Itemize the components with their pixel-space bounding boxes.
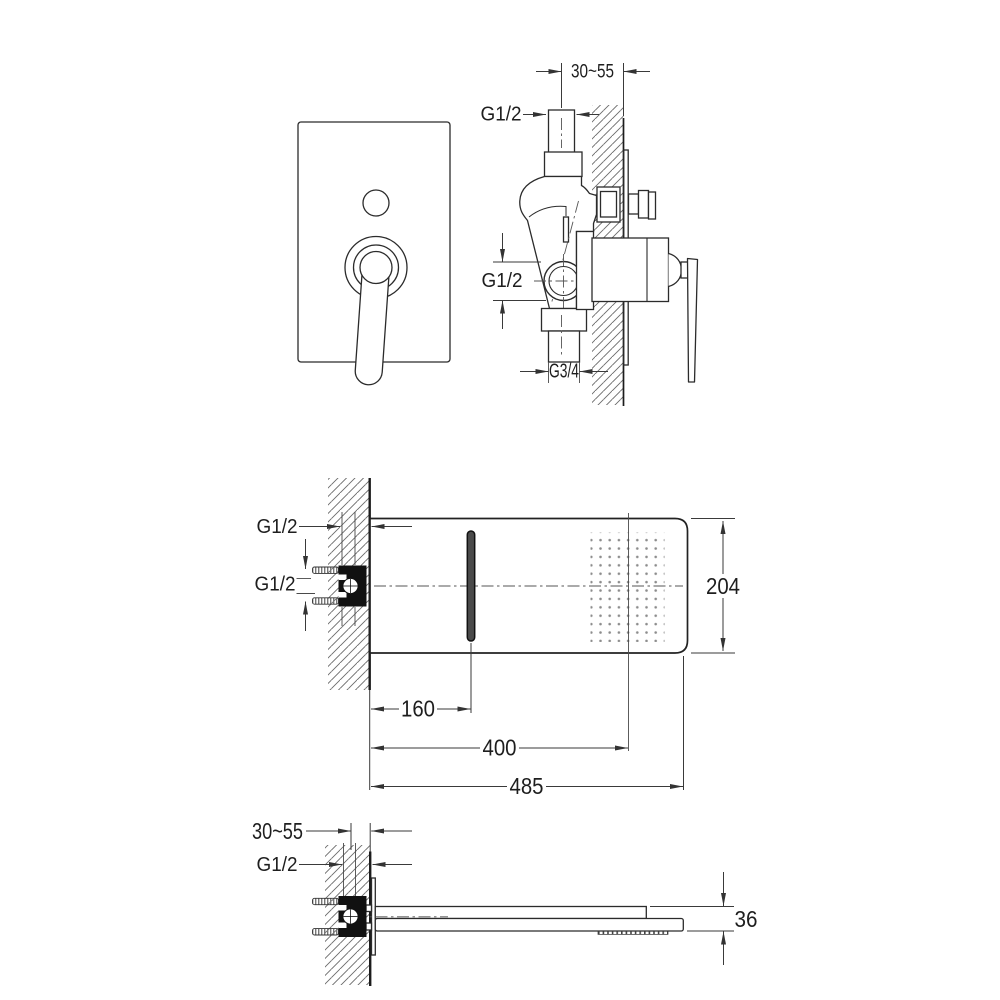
mounting-stud-top — [312, 897, 339, 906]
dim-valve-outlet-bottom: G3/4 — [520, 361, 608, 383]
dim-label-g34-valve-bottom: G3/4 — [549, 361, 579, 383]
handle-dome — [668, 252, 683, 288]
diverter-stem — [627, 193, 640, 215]
dim-valve-inlet-top: G1/2 — [481, 104, 599, 126]
nozzle-row-side — [597, 930, 669, 935]
dim-label-g12-head-side: G1/2 — [257, 854, 298, 876]
valve-front-view — [297, 121, 451, 386]
dim-label-g12-valve-side: G1/2 — [482, 270, 523, 292]
dim-panel-length: 485 — [371, 656, 684, 799]
dim-label-160: 160 — [401, 696, 435, 722]
panel-upper-layer-side — [374, 905, 647, 920]
dim-label-g12-head-ports: G1/2 — [255, 574, 296, 596]
diverter-button-side — [647, 191, 657, 220]
dim-label-depth-range-valve: 30~55 — [571, 62, 614, 83]
shower-head-side-view: 30~55 G1/2 36 — [252, 818, 758, 986]
dim-head-depth-range: 30~55 — [252, 818, 412, 844]
shower-head-plan-view: G1/2 G1/2 204 160 400 — [255, 478, 740, 799]
body-notch — [562, 216, 570, 243]
dim-panel-height: 204 — [691, 518, 740, 654]
waterfall-slot — [466, 530, 476, 642]
dim-head-side-supply: G1/2 — [257, 854, 412, 876]
bottom-outlet-nut — [540, 307, 588, 332]
dim-valve-side-port: G1/2 — [482, 233, 546, 329]
dim-label-400: 400 — [483, 735, 517, 761]
valve-side-view: 30~55 G1/2 G1/2 G3/4 — [481, 62, 699, 406]
bottom-outlet-pipe — [547, 330, 581, 363]
dim-head-supply: G1/2 — [257, 516, 412, 538]
dim-head-ports: G1/2 — [255, 539, 315, 631]
rain-spray-nozzle-field — [590, 532, 665, 642]
mixer-lever-side — [686, 257, 699, 383]
cartridge-body — [591, 237, 670, 303]
valve-body — [519, 175, 598, 310]
diverter-button-front — [362, 189, 390, 217]
dim-label-204: 204 — [706, 573, 740, 599]
dim-panel-thickness: 36 — [650, 872, 758, 965]
top-pipe-nut — [543, 151, 583, 178]
dim-valve-depth-range: 30~55 — [536, 62, 650, 116]
dim-label-485: 485 — [510, 773, 544, 799]
mounting-stud-bottom — [312, 928, 339, 936]
mounting-stud-top — [312, 566, 339, 574]
dim-label-36: 36 — [735, 906, 758, 932]
mounting-stud-bottom — [312, 597, 339, 605]
dim-label-depth-range-head: 30~55 — [252, 818, 303, 844]
dim-label-g12-valve-top: G1/2 — [481, 104, 522, 126]
dim-slot-offset: 160 — [371, 643, 472, 722]
dim-label-g12-head-supply: G1/2 — [257, 516, 298, 538]
dim-spray-offset: 400 — [371, 513, 629, 761]
lever-collar — [359, 250, 393, 285]
panel-lower-layer-side — [374, 917, 684, 932]
